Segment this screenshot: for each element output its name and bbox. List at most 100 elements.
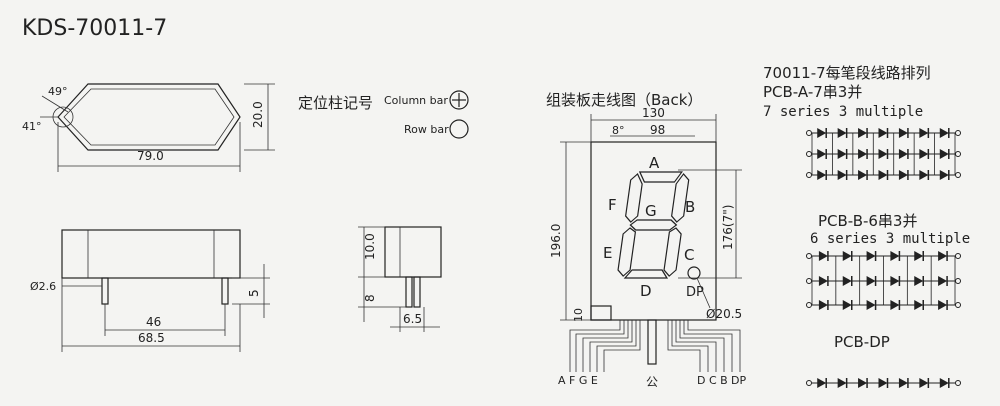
dim-dp-diameter: Ø20.5 — [706, 307, 742, 321]
led-diode — [837, 170, 847, 180]
led-diode — [938, 300, 948, 310]
pcb-a-diode-array — [806, 128, 961, 180]
trace — [603, 320, 641, 372]
front-view: 49° 41° 20.0 79.0 — [22, 83, 275, 172]
segment-inner-outline — [63, 88, 235, 146]
led-diode — [890, 276, 900, 286]
terminal — [955, 172, 961, 178]
led-diode — [919, 170, 929, 180]
pin-labels-left: A F G E — [558, 374, 598, 387]
terminal — [806, 302, 812, 308]
pcb-b-diode-array — [806, 251, 961, 310]
trace — [569, 320, 621, 372]
legend-label: 定位柱记号 — [298, 94, 373, 112]
led-diode — [919, 128, 929, 138]
terminal — [955, 380, 961, 386]
terminal — [806, 130, 812, 136]
seg-label-d: D — [640, 282, 652, 300]
trace — [667, 320, 701, 372]
led-diode — [858, 149, 868, 159]
seg-label-g: G — [645, 202, 657, 220]
pin-right — [221, 277, 229, 305]
seven-segment-digit — [617, 171, 690, 279]
led-diode — [914, 276, 924, 286]
led-diode — [858, 170, 868, 180]
trace — [582, 320, 629, 372]
segment-e — [617, 227, 637, 277]
small-side-view: 10.0 8 6.5 — [358, 226, 442, 332]
legend-row-bar: Row bar — [404, 123, 449, 136]
trace — [575, 320, 625, 372]
dim-pin-diameter: Ø2.6 — [30, 280, 56, 293]
pcb-heading: 70011-7每笔段线路排列 — [763, 64, 931, 82]
terminal — [955, 278, 961, 284]
seg-label-e: E — [603, 244, 612, 262]
small-pin — [413, 276, 421, 308]
pcb-layouts: 70011-7每笔段线路排列 PCB-A-7串3并 7 series 3 mul… — [763, 64, 970, 388]
pin-left — [101, 277, 109, 305]
led-diode — [818, 251, 828, 261]
trace — [687, 320, 741, 372]
led-diode — [817, 170, 827, 180]
trace — [683, 320, 733, 372]
led-diode — [818, 300, 828, 310]
pcb-a-description: 7 series 3 multiple — [763, 104, 923, 120]
led-diode — [858, 378, 868, 388]
segment-dp — [687, 266, 701, 280]
segment-g — [629, 219, 678, 231]
dim-base-width: 68.5 — [138, 331, 165, 345]
small-body — [384, 226, 442, 278]
led-diode — [919, 149, 929, 159]
seg-label-a: A — [649, 154, 660, 172]
segment-outline — [57, 83, 241, 151]
terminal — [955, 302, 961, 308]
dim-board-width: 130 — [642, 106, 665, 120]
pin-label-common: 公 — [646, 375, 658, 389]
led-diode — [842, 251, 852, 261]
dim-pad: 10 — [572, 308, 585, 322]
led-diode — [890, 300, 900, 310]
terminal — [806, 380, 812, 386]
led-diode — [842, 276, 852, 286]
angle-top-label: 49° — [48, 85, 68, 98]
led-diode — [898, 128, 908, 138]
led-diode — [858, 128, 868, 138]
back-title: 组装板走线图（Back） — [546, 91, 702, 109]
led-diode — [817, 149, 827, 159]
led-diode — [898, 378, 908, 388]
segment-f — [625, 173, 643, 223]
leader-line — [696, 277, 711, 309]
segment-a — [638, 171, 683, 183]
side-body — [61, 229, 241, 279]
terminal — [955, 151, 961, 157]
segment-b — [671, 173, 690, 223]
led-diode — [938, 276, 948, 286]
led-diode — [866, 276, 876, 286]
side-view: Ø2.6 5 46 68.5 — [30, 229, 270, 352]
dim-pin-pitch: 46 — [146, 315, 161, 329]
dim-small-width: 6.5 — [403, 312, 422, 326]
led-diode — [898, 170, 908, 180]
dim-digit-width: 98 — [650, 123, 665, 137]
pad-left — [590, 305, 612, 321]
pcb-a-label: PCB-A-7串3并 — [763, 83, 862, 101]
seg-label-b: B — [685, 198, 695, 216]
led-diode — [878, 149, 888, 159]
dim-digit-height: 176(7") — [721, 205, 735, 250]
trace — [589, 320, 633, 372]
led-diode — [818, 276, 828, 286]
dim-front-height: 20.0 — [251, 101, 265, 128]
led-diode — [817, 378, 827, 388]
led-diode — [837, 128, 847, 138]
led-diode — [914, 251, 924, 261]
terminal — [955, 253, 961, 259]
dim-total-height: 196.0 — [549, 224, 563, 258]
led-diode — [837, 149, 847, 159]
seg-label-dp: DP — [686, 285, 704, 300]
pcb-b-label: PCB-B-6串3并 — [818, 212, 917, 230]
led-diode — [866, 300, 876, 310]
led-diode — [890, 251, 900, 261]
pcb-dp-diode-array — [806, 378, 961, 388]
column-bar-symbol — [449, 90, 469, 110]
